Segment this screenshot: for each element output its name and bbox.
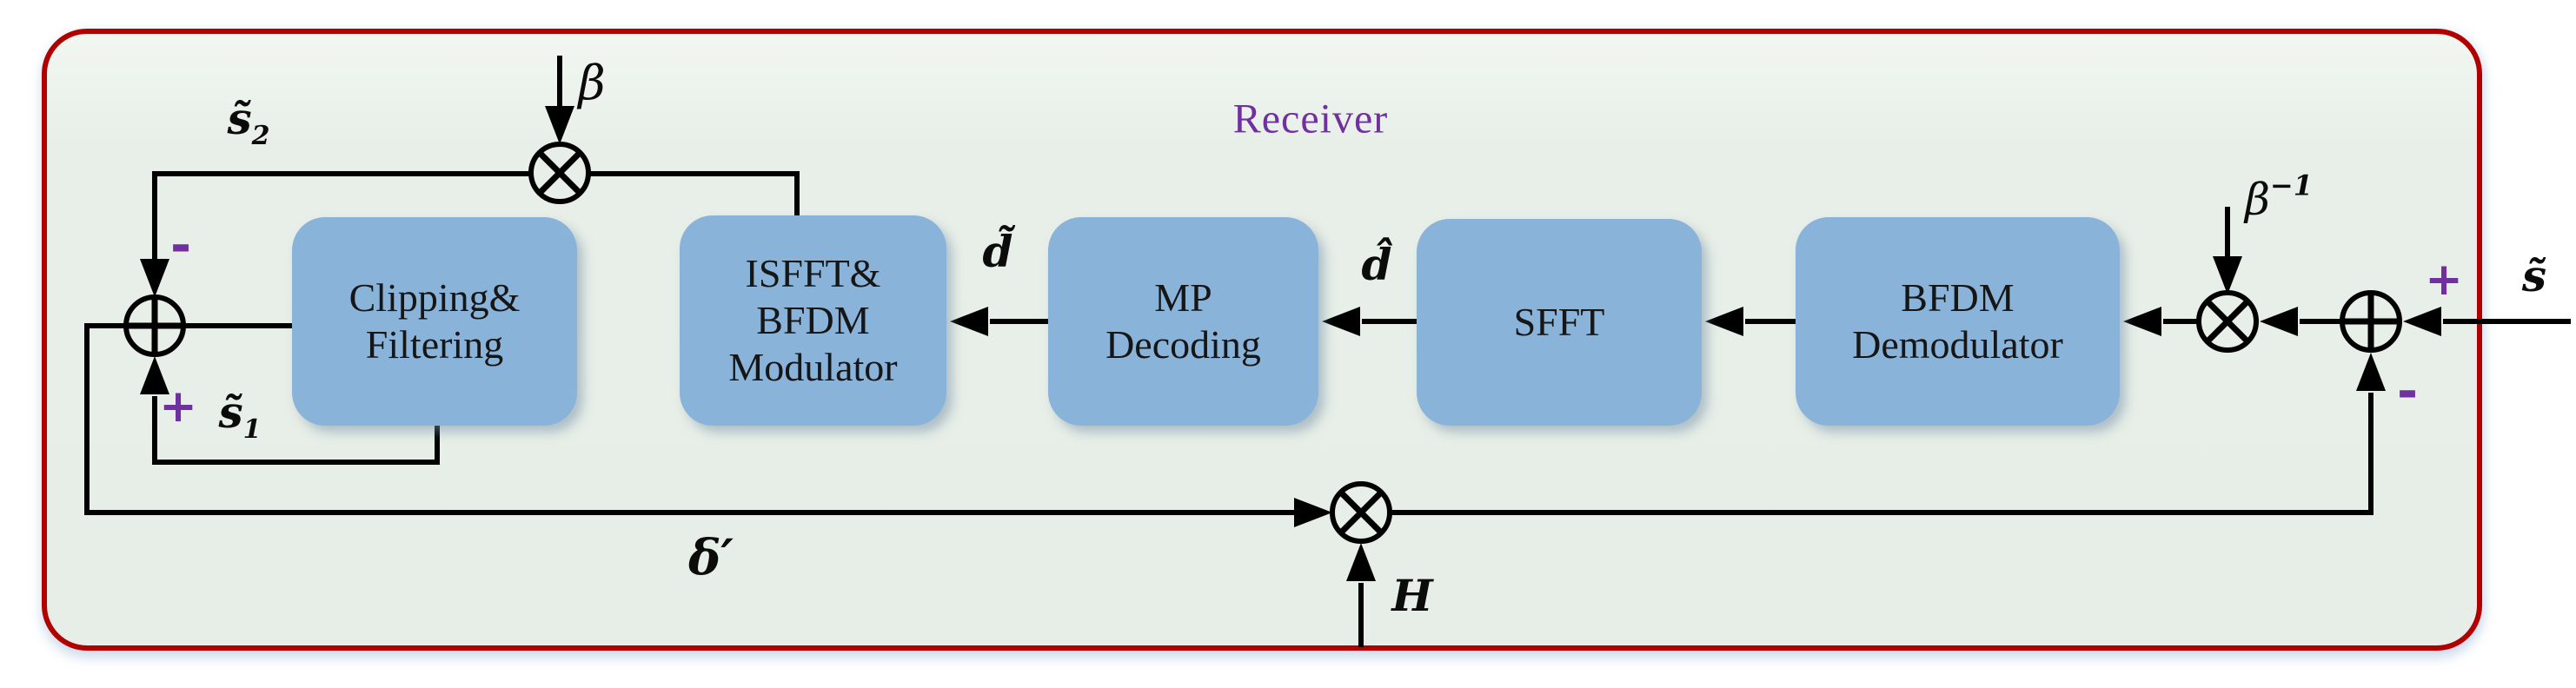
arrow-into-isfft — [950, 307, 988, 336]
adder-right-node — [2340, 290, 2402, 353]
arrowheads — [140, 106, 2441, 581]
arrow-into-right-adder-bottom — [2356, 353, 2386, 391]
d-tilde-label: d̃ — [982, 226, 1013, 277]
block-mp-decoding: MP Decoding — [1048, 217, 1318, 426]
s1-label: s̃1 — [218, 391, 261, 443]
arrow-beta-inv-down — [2213, 256, 2242, 294]
multiplier-h-node — [1330, 481, 1392, 544]
arrow-into-demod — [2123, 307, 2161, 336]
beta-inverse-base: β — [2245, 174, 2270, 225]
beta-inverse-label: β−1 — [2245, 172, 2313, 222]
multiplier-beta-node — [528, 142, 591, 204]
block-clipping-filtering: Clipping& Filtering — [292, 217, 577, 426]
delta-prime-label: δ′ — [687, 529, 734, 586]
arrow-into-left-adder-top — [140, 259, 169, 297]
arrow-beta-down — [545, 106, 574, 144]
arrow-into-bottom-mult — [1294, 498, 1332, 527]
beta-inverse-sup: −1 — [2269, 169, 2313, 202]
receiver-title: Receiver — [1232, 96, 1389, 142]
block-bfdm-demodulator: BFDM Demodulator — [1796, 217, 2120, 426]
beta-label: β — [578, 56, 606, 110]
arrow-into-mp — [1322, 307, 1360, 336]
h-channel-label: H — [1391, 570, 1433, 621]
adder-left-node — [123, 294, 186, 357]
s-input-label: s̃ — [2521, 250, 2547, 301]
plus-sign-left: + — [159, 380, 197, 433]
block-isfft-bfdm-modulator: ISFFT& BFDM Modulator — [680, 215, 946, 426]
d-hat-label: d̂ — [1361, 239, 1392, 290]
arrow-into-sfft — [1705, 307, 1743, 336]
arrow-into-right-adder — [2403, 307, 2441, 336]
plus-sign-right: + — [2425, 254, 2463, 306]
signal-lines — [84, 56, 2571, 647]
multiplier-beta-inv-node — [2196, 290, 2259, 353]
delta-bottom-wire — [84, 323, 1294, 515]
arrow-into-right-mult — [2260, 307, 2298, 336]
minus-sign-left: - — [169, 215, 192, 275]
arrow-s1-up — [140, 356, 169, 394]
s1-base: s̃ — [218, 387, 243, 438]
minus-sign-right: - — [2396, 361, 2419, 420]
s2-label: s̃2 — [227, 97, 269, 149]
s2-sub: 2 — [251, 121, 270, 151]
s1-feedback-wire — [152, 396, 440, 465]
s2-base: s̃ — [227, 93, 252, 144]
s2-top-wire — [152, 171, 800, 261]
bottom-right-wire — [1390, 393, 2374, 515]
s1-sub: 1 — [242, 414, 262, 445]
block-sfft: SFFT — [1417, 219, 1702, 426]
arrow-h-up — [1346, 543, 1376, 581]
